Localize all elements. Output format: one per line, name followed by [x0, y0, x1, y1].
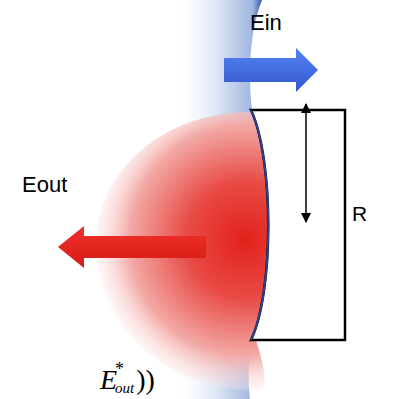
field-label: Ein: [250, 12, 282, 34]
math-subscript: out: [115, 381, 134, 396]
incident-arrow: [224, 48, 318, 92]
math-bracket: )): [136, 366, 155, 394]
concave-mirror: [251, 110, 345, 340]
reflected-arrow: [58, 226, 206, 268]
math-superscript: *: [115, 360, 124, 378]
math-symbol: E: [100, 366, 117, 394]
mirror-surface: [251, 110, 268, 340]
radius-dimension: [305, 104, 307, 222]
dimension-label: R: [352, 203, 367, 224]
field-label: Eout: [22, 174, 67, 196]
